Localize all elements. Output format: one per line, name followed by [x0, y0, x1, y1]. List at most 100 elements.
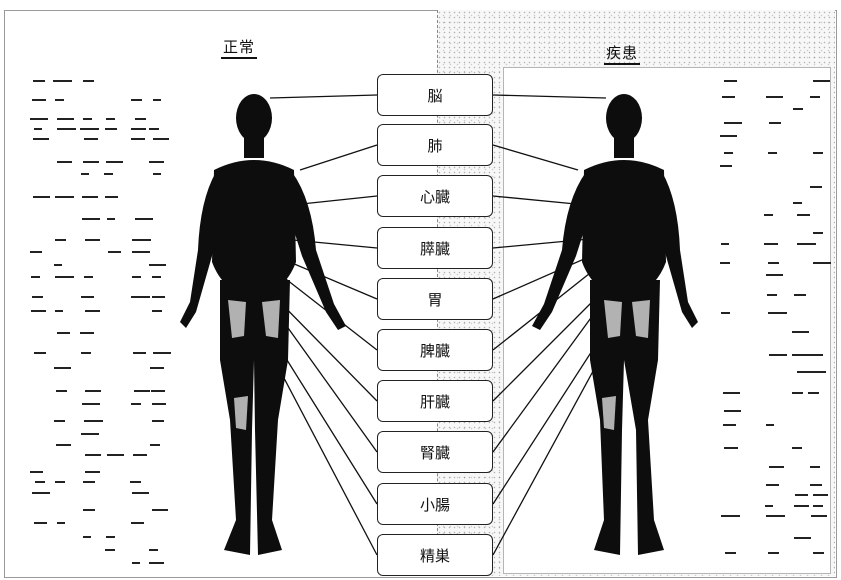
blot-band — [55, 310, 63, 312]
blot-band — [769, 122, 781, 124]
organ-box-heart: 心臓 — [377, 175, 493, 217]
blot-band — [83, 509, 95, 511]
blot-band — [797, 243, 816, 245]
blot-band — [153, 99, 161, 101]
blot-band — [131, 138, 145, 140]
blot-band — [768, 262, 779, 264]
blot-band — [764, 243, 778, 245]
blot-band — [32, 296, 43, 298]
blot-band — [150, 444, 160, 446]
blot-band — [30, 251, 42, 253]
blot-band — [810, 186, 822, 188]
organ-box-small-intestine: 小腸 — [377, 483, 493, 525]
blot-band — [765, 505, 773, 507]
blot-band — [725, 552, 736, 554]
blot-band — [766, 274, 783, 276]
organ-box-pancreas: 膵臓 — [377, 227, 493, 269]
blot-band — [797, 214, 810, 216]
organ-box-kidney: 腎臓 — [377, 431, 493, 473]
blot-band — [85, 310, 100, 312]
blot-band — [32, 99, 46, 101]
blot-band — [792, 331, 809, 333]
blot-band — [106, 536, 115, 538]
blot-band — [792, 354, 811, 356]
connector-line-right — [493, 95, 606, 98]
blot-band — [813, 552, 824, 554]
blot-band — [80, 332, 94, 334]
blot-band — [83, 80, 94, 82]
organ-label: 小腸 — [420, 494, 450, 515]
organ-label: 肝臓 — [420, 391, 450, 412]
blot-band — [108, 251, 121, 253]
blot-band — [55, 481, 65, 483]
blot-band — [33, 80, 45, 82]
blot-band — [152, 296, 165, 298]
blot-band — [53, 80, 72, 82]
blot-band — [34, 352, 46, 354]
organ-box-brain: 脳 — [377, 74, 493, 116]
blot-band — [810, 96, 820, 98]
blot-band — [133, 352, 146, 354]
blot-band — [797, 371, 814, 373]
blot-band — [813, 505, 823, 507]
blot-band — [768, 312, 787, 314]
blot-band — [152, 509, 168, 511]
blot-band — [724, 410, 741, 412]
organ-label: 精巣 — [420, 545, 450, 566]
blot-band — [135, 118, 146, 120]
blot-band — [722, 96, 735, 98]
blot-band — [813, 262, 831, 264]
blot-band — [723, 392, 740, 394]
blot-band — [792, 392, 803, 394]
organ-label: 心臓 — [420, 186, 450, 207]
organ-label: 胃 — [427, 289, 442, 310]
blot-bands-left — [30, 80, 171, 564]
blot-band — [84, 420, 103, 422]
blot-band — [131, 403, 141, 405]
blot-band — [57, 522, 65, 524]
blot-band — [132, 276, 141, 278]
blot-band — [151, 390, 165, 392]
blot-bands-right — [720, 80, 831, 554]
blot-band — [34, 522, 47, 524]
blot-band — [82, 403, 100, 405]
blot-band — [792, 447, 802, 449]
blot-band — [813, 80, 830, 82]
blot-band — [153, 173, 161, 175]
blot-band — [31, 310, 46, 312]
blot-band — [81, 173, 89, 175]
blot-band — [132, 562, 140, 564]
blot-band — [793, 108, 803, 110]
blot-band — [57, 128, 76, 130]
blot-band — [56, 444, 71, 446]
blot-band — [83, 118, 92, 120]
blot-band — [104, 173, 113, 175]
blot-band — [105, 196, 118, 198]
blot-band — [810, 484, 822, 486]
blot-band — [795, 494, 808, 496]
blot-band — [153, 352, 171, 354]
blot-band — [153, 138, 169, 140]
blot-band — [152, 403, 166, 405]
connector-line-right — [493, 300, 604, 452]
blot-band — [724, 447, 738, 449]
blot-band — [149, 161, 164, 163]
blot-band — [132, 239, 151, 241]
blot-band — [149, 562, 164, 564]
blot-band — [57, 332, 70, 334]
blot-band — [131, 128, 146, 130]
organ-label: 肺 — [427, 135, 442, 156]
organ-label: 腎臓 — [420, 442, 450, 463]
blot-band — [83, 161, 99, 163]
blot-band — [152, 276, 161, 278]
blot-band — [793, 202, 802, 204]
blot-band — [33, 138, 49, 140]
blot-band — [85, 390, 101, 392]
blot-band — [152, 420, 164, 422]
blot-band — [794, 537, 811, 539]
blot-band — [132, 251, 150, 253]
blot-band — [131, 522, 144, 524]
blot-band — [149, 264, 166, 266]
blot-band — [813, 371, 826, 373]
blot-band — [82, 196, 98, 198]
